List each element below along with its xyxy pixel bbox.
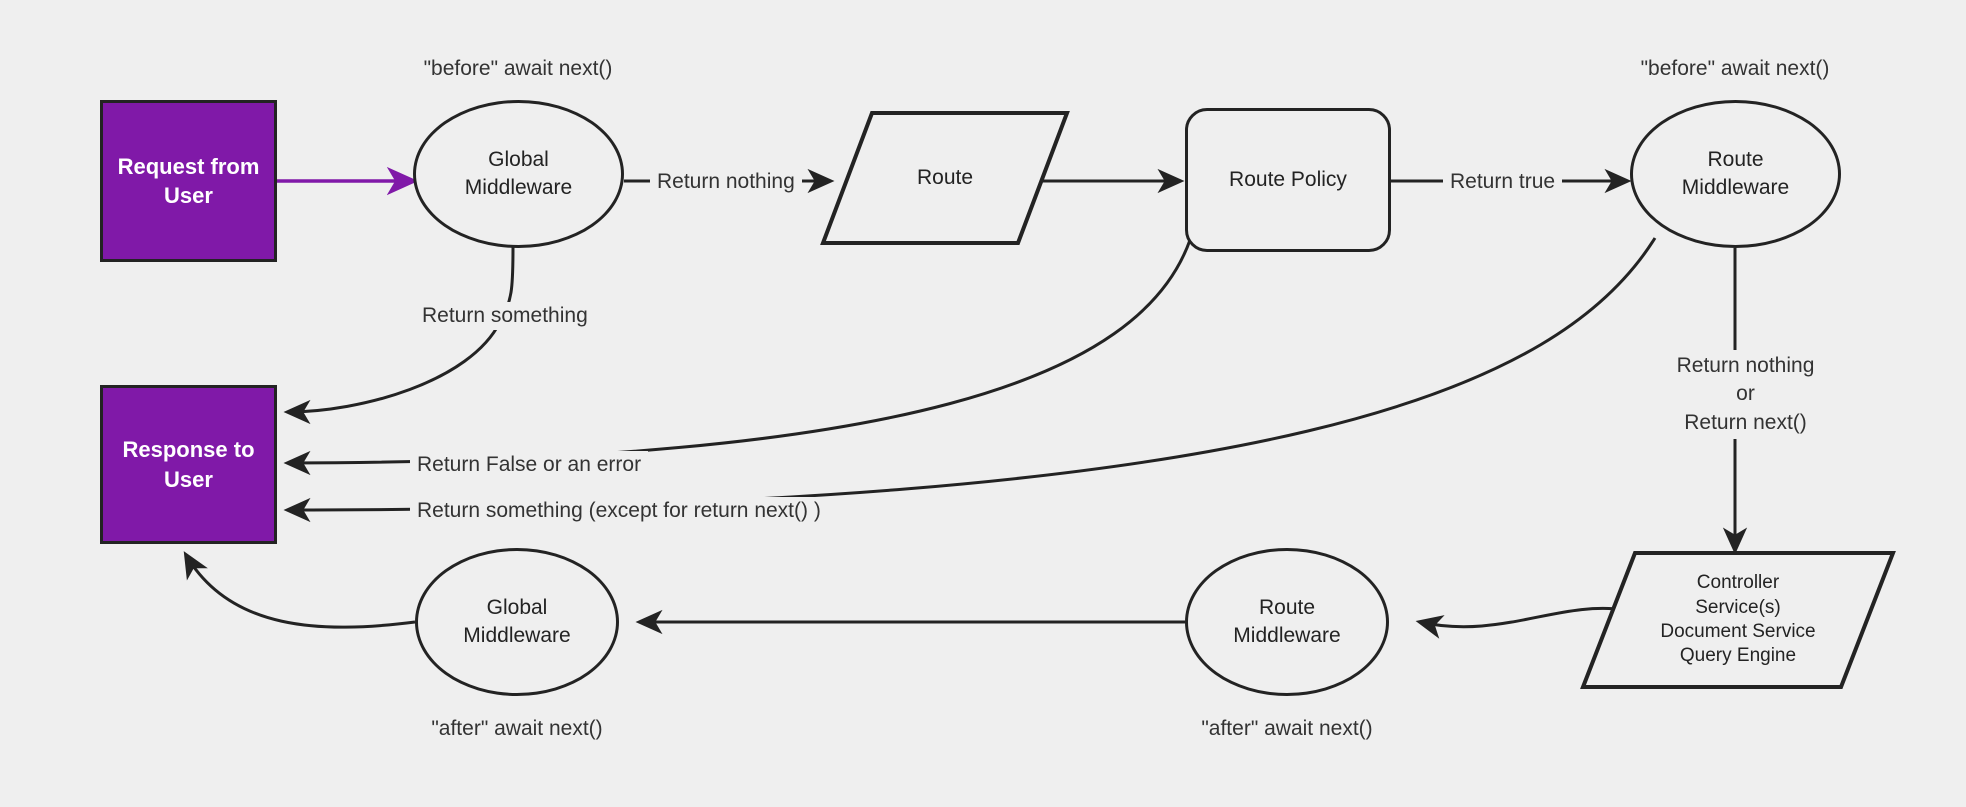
node-route-middleware-top[interactable]: Route Middleware	[1630, 100, 1841, 248]
node-route-middleware-top-line2: Middleware	[1681, 176, 1790, 199]
node-controller-line1: Controller	[1696, 572, 1780, 594]
edge-controller-to-route-middleware-bottom	[1415, 606, 1626, 639]
route-parallelogram-shape	[820, 110, 1070, 246]
note-after-route-middleware: "after" await next()	[1201, 717, 1373, 740]
node-controller-line2: Service(s)	[1695, 596, 1781, 618]
edge-label-return-nothing-or-next: Return nothing or Return next()	[1645, 350, 1846, 440]
edge-global-middleware-to-response	[283, 246, 515, 425]
note-after-global-middleware: "after" await next()	[431, 717, 603, 740]
edge-label-return-nothing-or-next-line3: Return next()	[1684, 410, 1807, 434]
node-response-label-line1: Response to	[122, 437, 255, 463]
node-route[interactable]: Route	[820, 110, 1070, 246]
note-before-route-middleware: "before" await next()	[1640, 57, 1830, 80]
controller-parallelogram-shape	[1580, 550, 1896, 690]
node-global-middleware-bottom[interactable]: Global Middleware	[415, 548, 619, 696]
node-response-to-user[interactable]: Response to User	[100, 385, 277, 544]
note-before-global-middleware: "before" await next()	[423, 57, 613, 80]
node-route-middleware-bottom-line1: Route	[1258, 596, 1316, 620]
node-request-label-line2: User	[164, 183, 213, 208]
node-global-middleware-bottom-line1: Global	[486, 596, 548, 620]
node-route-middleware-bottom[interactable]: Route Middleware	[1185, 548, 1389, 696]
node-request-label-line1: Request from	[117, 153, 260, 179]
edge-label-return-nothing-or-next-line1: Return nothing	[1676, 354, 1815, 377]
edge-route-policy-to-response	[283, 239, 1192, 476]
edge-label-return-true: Return true	[1443, 168, 1563, 197]
node-route-policy-label: Route Policy	[1229, 168, 1347, 192]
edge-global-middleware-bottom-to-response	[183, 551, 416, 629]
node-global-middleware-top[interactable]: Global Middleware	[413, 100, 624, 248]
node-controller-line3: Document Service	[1660, 621, 1816, 642]
node-controller-line4: Query Engine	[1679, 645, 1797, 667]
edge-label-return-something-except-next: Return something (except for return next…	[410, 497, 828, 526]
node-global-middleware-top-line2: Middleware	[464, 176, 573, 199]
edge-label-return-false-or-error: Return False or an error	[410, 451, 649, 480]
edge-label-return-nothing: Return nothing	[650, 168, 802, 197]
node-route-middleware-top-line1: Route	[1707, 148, 1764, 172]
node-route-label: Route	[916, 166, 974, 190]
node-route-policy[interactable]: Route Policy	[1185, 108, 1391, 252]
edge-label-return-something: Return something	[415, 302, 595, 331]
edge-label-return-nothing-or-next-line2: or	[1736, 382, 1755, 406]
node-route-middleware-bottom-line2: Middleware	[1233, 624, 1341, 647]
node-response-label-line2: User	[164, 466, 213, 492]
node-global-middleware-bottom-line2: Middleware	[463, 624, 571, 647]
node-request-from-user[interactable]: Request from User	[100, 100, 277, 262]
node-controller-services[interactable]: Controller Service(s) Document Service Q…	[1580, 550, 1896, 690]
node-global-middleware-top-line1: Global	[488, 148, 549, 172]
